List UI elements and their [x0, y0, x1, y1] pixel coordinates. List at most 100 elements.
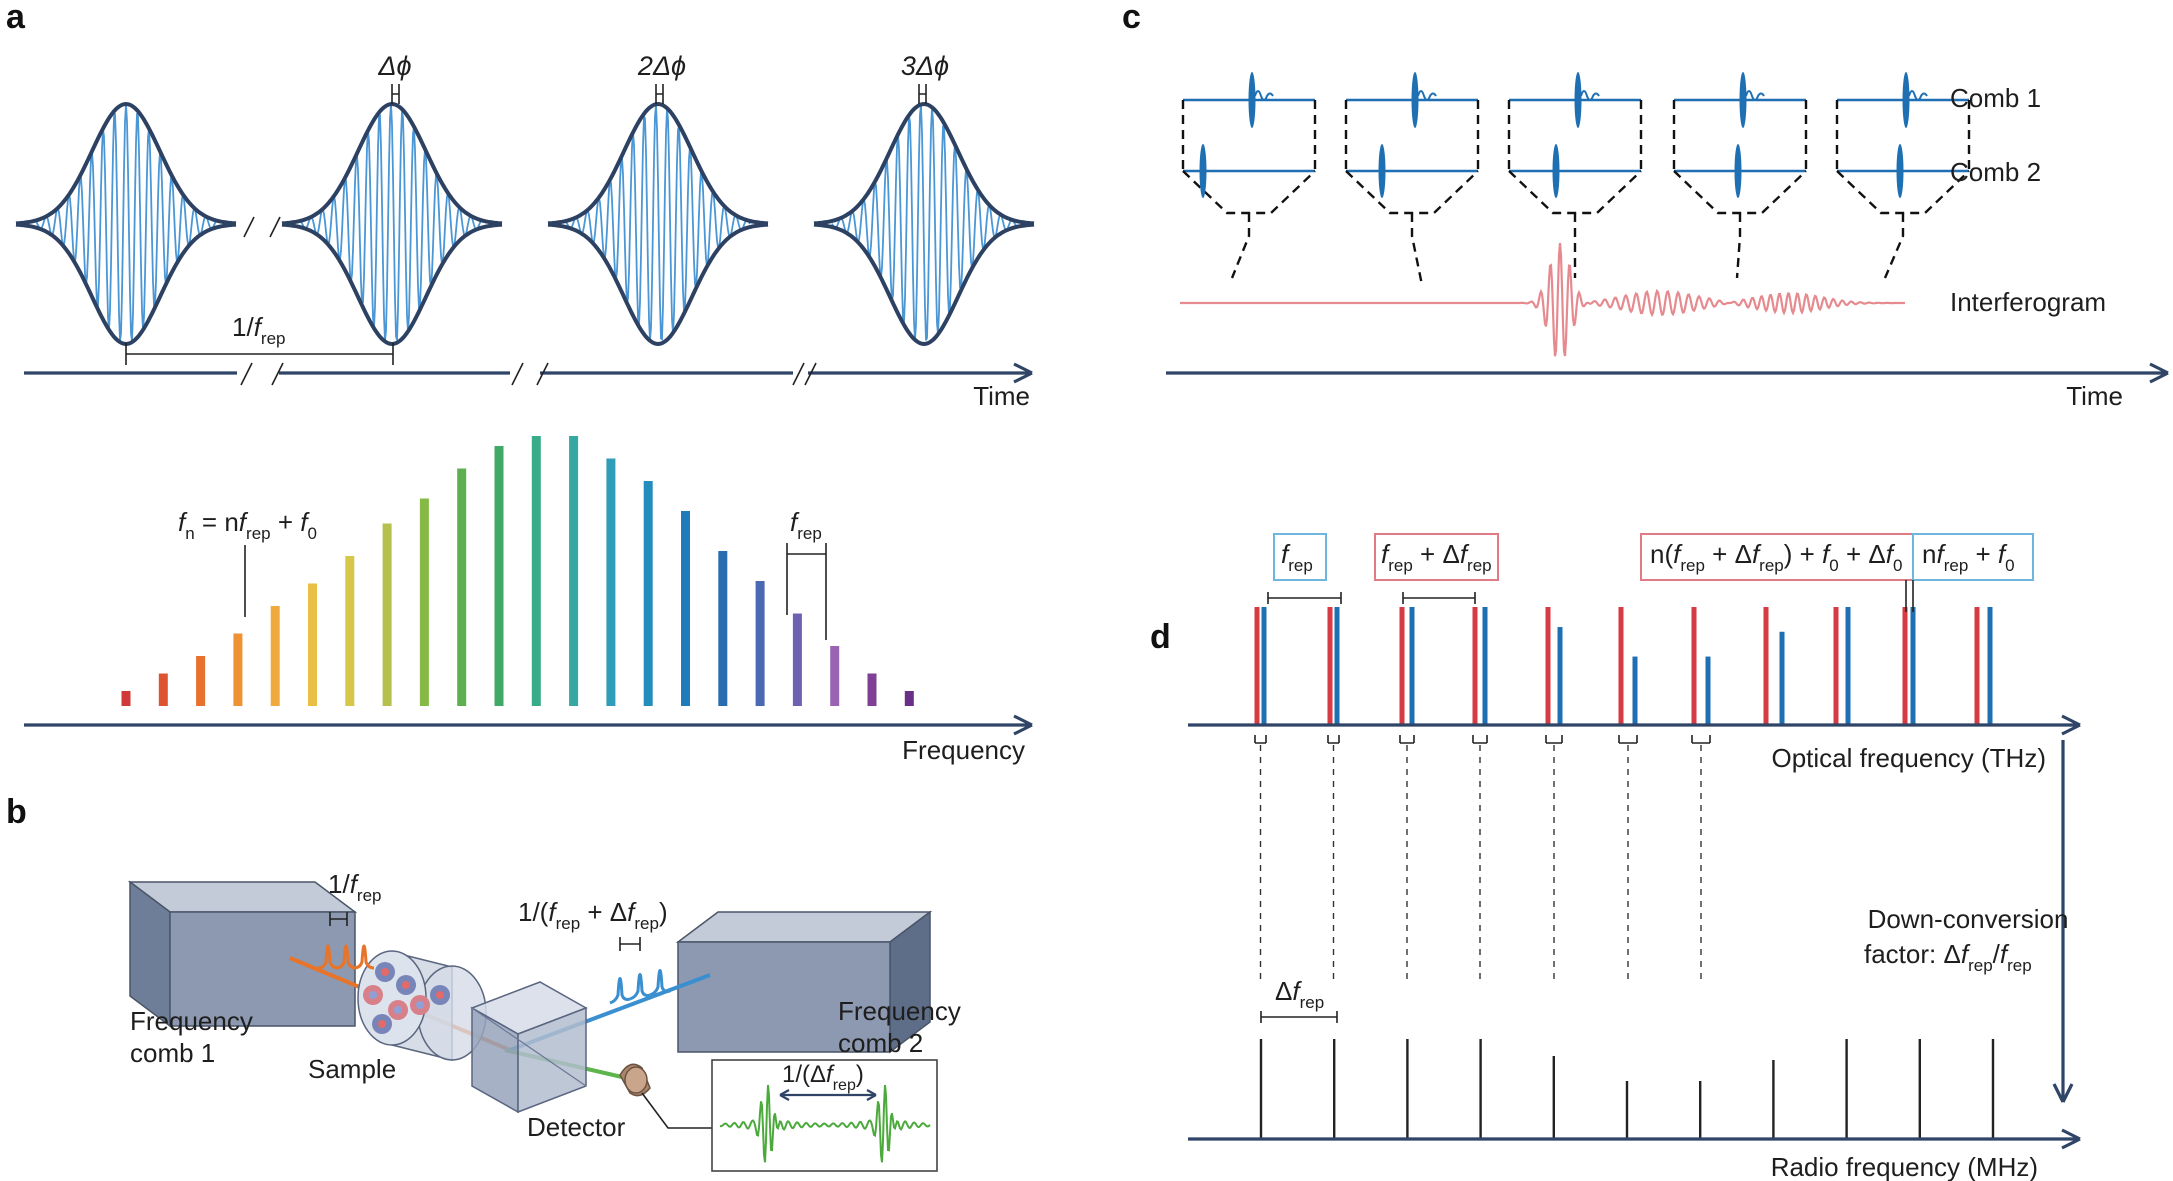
optical-frequency-axis — [1188, 714, 2081, 736]
comb-2-pulse-5 — [1896, 144, 1904, 198]
delta-frep-bracket — [1260, 1011, 1338, 1023]
comb-2-line — [1618, 607, 1624, 725]
comb-1-pulse-5 — [1902, 72, 1910, 128]
spectrum-bar — [158, 673, 168, 706]
spectrum-bar — [345, 556, 355, 706]
pulse-3-envelope-top — [547, 101, 769, 226]
time-label-a: Time — [973, 381, 1030, 411]
inset-period-arrow — [779, 1089, 877, 1101]
comb-1-row-label: Comb 1 — [1950, 83, 2041, 113]
interferogram-label: Interferogram — [1950, 287, 2106, 317]
period-bracket — [125, 343, 394, 365]
spectrum-bar — [121, 691, 131, 706]
spectrum-bar — [830, 646, 840, 706]
spectrum-bar — [196, 656, 206, 706]
label-comb-2-mode: n(frep + Δfrep) + f0 + Δf0 — [1650, 539, 1902, 575]
spectrum-bar — [308, 583, 317, 706]
inset-wave — [719, 1084, 931, 1163]
period-2-bracket — [619, 937, 641, 951]
sampling-window-2 — [1344, 100, 1480, 215]
frep-dfrep-bracket — [1402, 592, 1476, 604]
pulse-4-envelope-top — [813, 101, 1035, 226]
radio-frequency-axis — [1188, 1128, 2081, 1150]
time-axis-a — [24, 216, 1033, 386]
comb-1-line — [1482, 607, 1488, 725]
label-frep-dfrep: frep + Δfrep — [1381, 539, 1492, 575]
comb-2-pulse-4 — [1734, 144, 1742, 198]
phase-tick-2 — [655, 84, 664, 104]
sample-label: Sample — [308, 1054, 396, 1084]
comb-1-line — [1632, 656, 1638, 725]
pulse-1-carrier — [33, 103, 219, 341]
comb-2-line — [1763, 607, 1769, 725]
comb-1-line — [1779, 631, 1785, 725]
label-box-comb-2-mode — [1640, 533, 1914, 581]
spectrum-bar — [606, 458, 616, 706]
comb-2-line — [1472, 607, 1478, 725]
pulse-1-envelope-top — [15, 101, 237, 226]
label-box-comb-1-mode — [1912, 533, 2034, 581]
period-1-bracket — [329, 912, 348, 926]
label-box-frep — [1273, 533, 1327, 581]
frequency-axis-a — [24, 714, 1033, 736]
comb-1-pulse-1 — [1248, 72, 1256, 128]
spectrum-bar — [233, 633, 243, 706]
sample-point-2 — [1410, 213, 1424, 286]
radio-frequency-label: Radio frequency (MHz) — [1771, 1152, 2038, 1181]
label-frep: frep — [1281, 539, 1313, 575]
beat-bracket — [1472, 735, 1488, 744]
comb-1-line — [1845, 607, 1851, 725]
comb-2-pulse-2 — [1378, 144, 1386, 198]
sample-point-4 — [1735, 213, 1742, 279]
panel-c-label: c — [1122, 0, 1141, 36]
spectrum-bar — [755, 581, 765, 706]
beat-bracket — [1545, 735, 1563, 744]
spacing-bracket — [786, 543, 827, 640]
mode-formula: fn = nfrep + f0 — [178, 507, 317, 543]
detector — [619, 1063, 712, 1129]
dual-comb-sampling — [1180, 72, 1971, 357]
phase-tick-1 — [391, 84, 400, 104]
phase-label-1: Δϕ — [377, 51, 411, 81]
spectrum-bar — [681, 511, 690, 706]
spectrum-bar — [904, 691, 914, 706]
comb-2-row-label: Comb 2 — [1950, 157, 2041, 187]
comb-1-ringing-1 — [1254, 90, 1274, 101]
comb-2-line — [1902, 607, 1908, 725]
pulse-2-carrier — [299, 104, 485, 341]
spectrum-bar — [792, 613, 802, 706]
pulse-3-carrier — [565, 104, 751, 341]
period-label: 1/frep — [232, 312, 286, 348]
comb-2-pulses — [609, 969, 671, 1005]
comb-spectrum — [121, 436, 914, 706]
frequency-comb-2-box — [675, 910, 933, 1054]
comb-2-line — [1833, 607, 1839, 725]
comb-1-line — [1987, 607, 1993, 725]
beat-bracket — [1254, 735, 1267, 744]
time-axis-c — [1166, 362, 2169, 384]
comb-2-line — [1399, 607, 1405, 725]
optical-frequency-label: Optical frequency (THz) — [1771, 743, 2046, 773]
comb-2-line — [1691, 607, 1697, 725]
spectrum-bar — [569, 436, 579, 706]
frequency-label: Frequency — [902, 735, 1025, 765]
beat-bracket — [1691, 735, 1711, 744]
phase-label-3: 3Δϕ — [901, 51, 949, 81]
spacing-label: frep — [790, 507, 822, 543]
beat-bracket — [1618, 735, 1638, 744]
comb-1-ringing-4 — [1745, 90, 1765, 101]
down-conversion-line-2: factor: Δfrep/frep — [1864, 939, 2032, 975]
panel-d-label: d — [1150, 618, 1171, 656]
frep-bracket — [1267, 592, 1342, 604]
inset-period-label: 1/(Δfrep) — [782, 1061, 864, 1094]
spectrum-bar — [643, 481, 653, 706]
comb-1-pulse-3 — [1574, 72, 1582, 128]
time-label-c: Time — [2066, 381, 2123, 411]
sample-point-1 — [1230, 213, 1251, 279]
pulse-train — [15, 101, 1035, 347]
sample-point-5 — [1883, 213, 1905, 279]
comb-1-line — [1409, 607, 1415, 725]
period-1-label: 1/frep — [328, 869, 382, 905]
comb-2-pulse-3 — [1552, 144, 1560, 198]
